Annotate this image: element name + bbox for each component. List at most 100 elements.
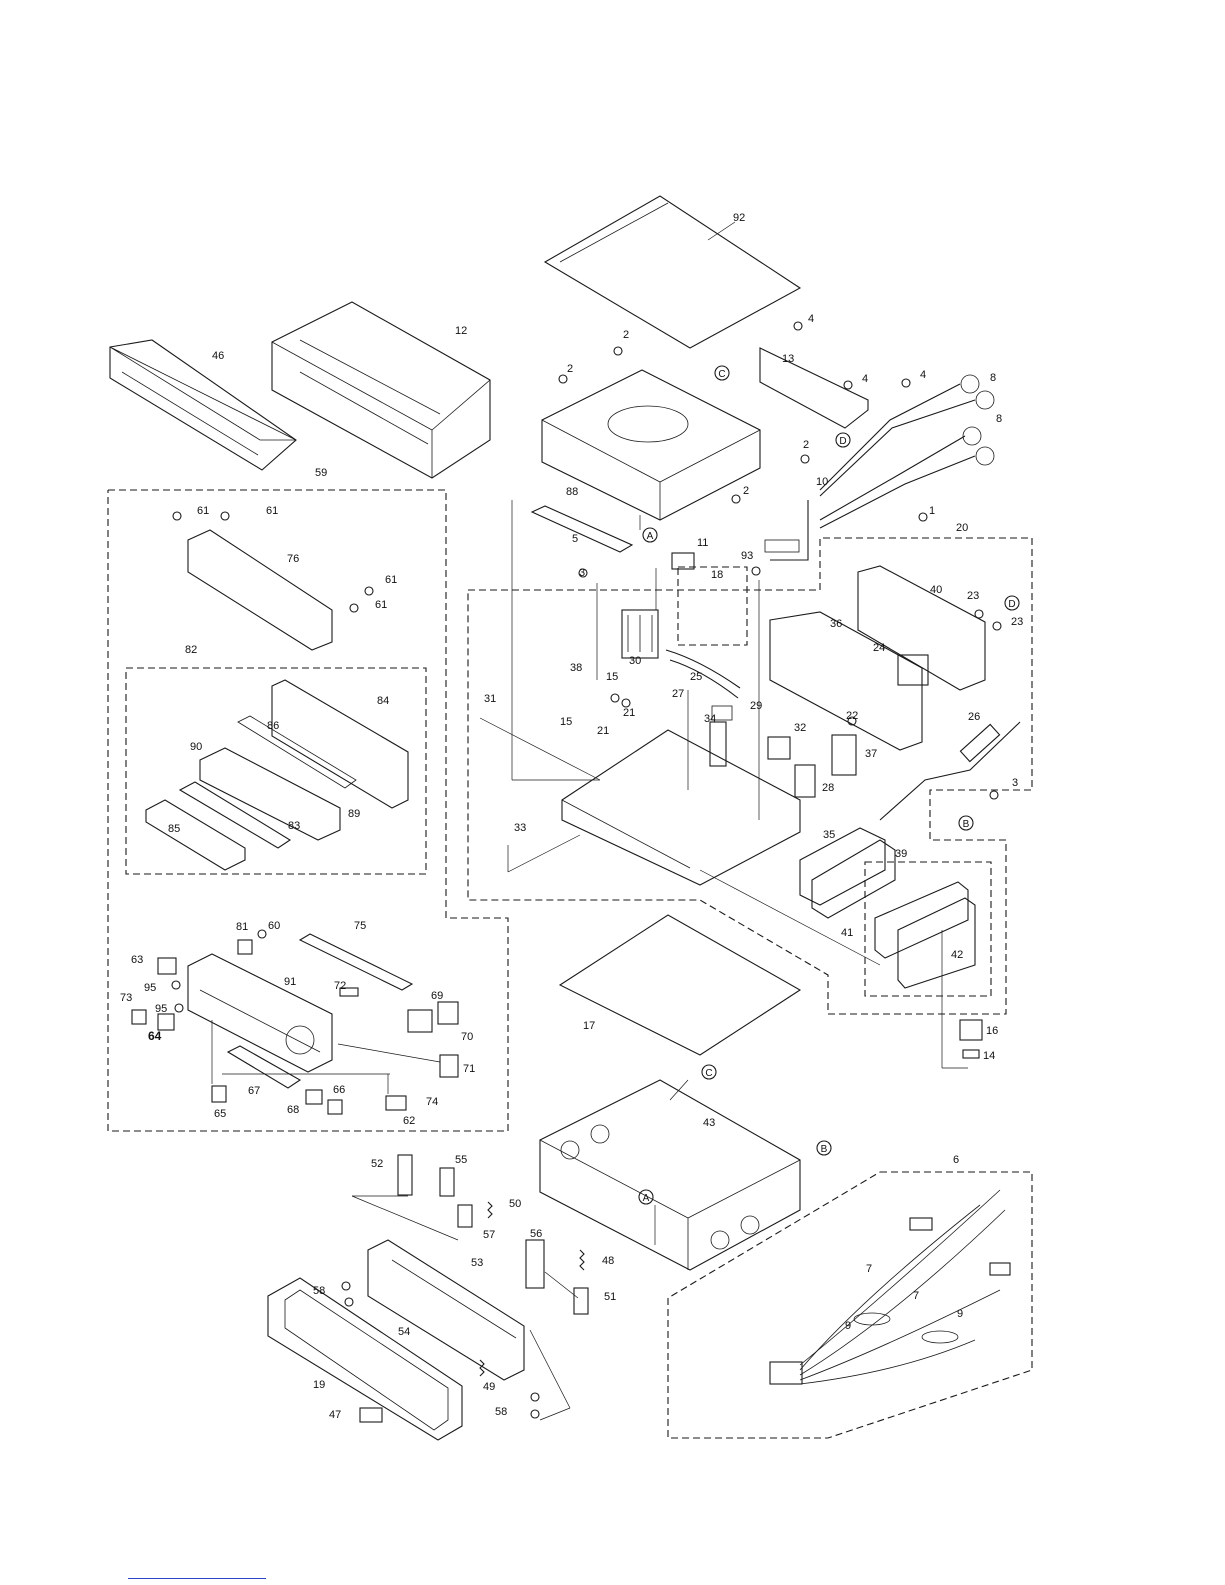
callout-7: 7 [913, 1290, 919, 1302]
callout-17: 17 [583, 1020, 595, 1032]
part-62-74-66-68-65-switches [211, 987, 407, 1115]
callout-4: 4 [920, 369, 926, 381]
callout-15: 15 [606, 671, 618, 683]
callout-28: 28 [822, 782, 834, 794]
part-41-board [874, 881, 969, 959]
callout-89: 89 [348, 808, 360, 820]
part-63-button [157, 957, 177, 975]
callout-21: 21 [623, 707, 635, 719]
part-24-connector [897, 654, 929, 686]
reference-marker-A-chassis: A [638, 1189, 654, 1205]
callout-22: 22 [846, 710, 858, 722]
callout-33: 33 [514, 822, 526, 834]
callout-72: 72 [334, 980, 346, 992]
callout-76: 76 [287, 553, 299, 565]
callout-12: 12 [455, 325, 467, 337]
group-6-wiring-harness [667, 1171, 1033, 1439]
callout-3: 3 [579, 567, 585, 579]
part-75-strip [298, 933, 414, 991]
callout-34: 34 [704, 713, 716, 725]
callout-20: 20 [956, 522, 968, 534]
callout-56: 56 [530, 1228, 542, 1240]
part-47-button [359, 1407, 383, 1423]
group-41-sub-assembly [864, 861, 992, 997]
callout-3: 3 [1012, 777, 1018, 789]
footer-link-underline[interactable] [128, 1578, 266, 1579]
part-40-bracket [857, 565, 986, 691]
callout-18: 18 [711, 569, 723, 581]
callout-88: 88 [566, 486, 578, 498]
part-28-jack [794, 764, 816, 798]
marker-label: D [1008, 599, 1015, 610]
screws [171, 321, 1002, 1419]
reference-marker-C-bracket: C [714, 365, 730, 381]
callout-95: 95 [144, 982, 156, 994]
callout-49: 49 [483, 1381, 495, 1393]
reference-marker-B-chassis: B [816, 1140, 832, 1156]
part-51-bracket [573, 1287, 589, 1315]
callout-92: 92 [733, 212, 745, 224]
callout-65: 65 [214, 1108, 226, 1120]
callout-14: 14 [983, 1050, 995, 1062]
part-67-pcb [226, 1045, 302, 1089]
callout-8: 8 [990, 372, 996, 384]
part-5-flex-cable [530, 505, 634, 553]
part-11-connector [671, 552, 695, 570]
callout-15: 15 [560, 716, 572, 728]
part-84-board [271, 679, 409, 809]
callout-25: 25 [690, 671, 702, 683]
part-83-lens [178, 781, 292, 849]
callout-4: 4 [808, 313, 814, 325]
callout-52: 52 [371, 1158, 383, 1170]
marker-label: A [643, 1193, 650, 1204]
part-81-switch [237, 939, 253, 955]
callout-81: 81 [236, 921, 248, 933]
callout-55: 55 [455, 1154, 467, 1166]
part-25-wire-harness [665, 649, 741, 699]
part-17-bottom-shield [558, 914, 802, 1056]
group-82-display-sub-assembly [125, 667, 427, 875]
group-18-box [677, 566, 748, 646]
callout-61: 61 [197, 505, 209, 517]
callout-75: 75 [354, 920, 366, 932]
callout-11: 11 [697, 537, 708, 549]
reference-marker-C-chassis: C [701, 1064, 717, 1080]
callout-9: 9 [845, 1320, 851, 1332]
part-19-trim-frame [267, 1277, 463, 1441]
callout-23: 23 [967, 590, 979, 602]
callout-54: 54 [398, 1326, 410, 1338]
part-36-frame [769, 611, 923, 751]
callout-23: 23 [1011, 616, 1023, 628]
callout-9: 9 [957, 1308, 963, 1320]
part-76-front-chassis [187, 529, 333, 651]
callout-13: 13 [782, 353, 794, 365]
part-88-cd-mechanism [541, 369, 761, 530]
callout-24: 24 [873, 642, 885, 654]
callout-42: 42 [951, 949, 963, 961]
leader-lines [211, 500, 968, 1421]
callout-21: 21 [597, 725, 609, 737]
callout-27: 27 [672, 688, 684, 700]
callout-31: 31 [484, 693, 496, 705]
marker-label: B [963, 819, 970, 830]
marker-label: C [705, 1068, 712, 1079]
callout-62: 62 [403, 1115, 415, 1127]
reference-marker-D-board: D [1004, 595, 1020, 611]
part-71-switch [439, 1054, 459, 1078]
part-48-spring [579, 1249, 585, 1271]
reference-marker-A-top: A [642, 527, 658, 543]
callout-41: 41 [841, 927, 853, 939]
part-92-top-cover [543, 195, 802, 349]
callout-10: 10 [816, 476, 828, 488]
callout-43: 43 [703, 1117, 715, 1129]
callout-5: 5 [572, 533, 578, 545]
callout-40: 40 [930, 584, 942, 596]
callout-36: 36 [830, 618, 842, 630]
part-42-bracket [897, 897, 976, 989]
part-32-component [767, 736, 791, 760]
callout-57: 57 [483, 1229, 495, 1241]
part-30-connector [621, 609, 659, 659]
callout-8: 8 [996, 413, 1002, 425]
callout-66: 66 [333, 1084, 345, 1096]
